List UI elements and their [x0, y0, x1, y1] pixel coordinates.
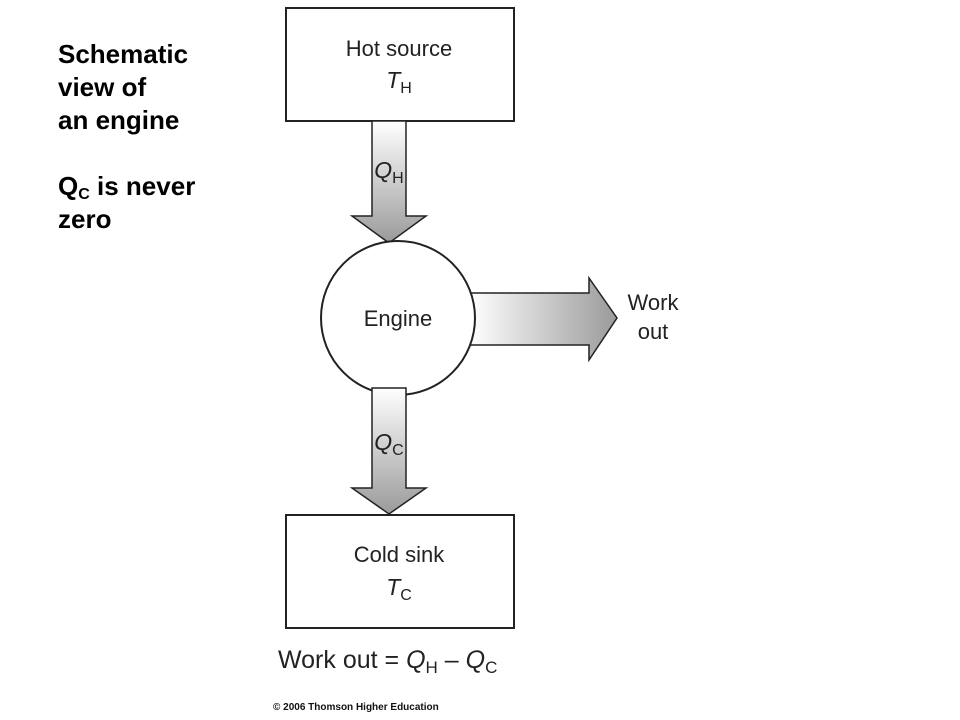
note-line-an-engine: an engine	[58, 105, 180, 135]
copyright-notice: © 2006 Thomson Higher Education	[273, 702, 439, 713]
heat-in-symbol: Q	[374, 157, 392, 183]
equation-qh-subscript: H	[425, 658, 438, 677]
note-line-zero: zero	[58, 204, 112, 234]
hot-source-temperature-subscript: H	[400, 80, 412, 97]
work-equation: Work out = QH – QC	[278, 646, 498, 677]
equation-lhs: Work out =	[278, 646, 407, 674]
note-qc-text: is never	[89, 171, 196, 201]
heat-in-arrow	[349, 120, 429, 244]
engine-note: Schematic view of an engine QC is never …	[58, 38, 195, 236]
work-out-arrow	[468, 275, 618, 363]
cold-sink-label: Cold sink	[354, 542, 445, 567]
heat-out-symbol: Q	[374, 429, 392, 455]
equation-qh-symbol: Q	[406, 646, 426, 674]
equation-qc-subscript: C	[485, 658, 498, 677]
heat-out-arrow	[349, 387, 429, 515]
engine-label: Engine	[364, 306, 433, 331]
note-line-view-of: view of	[58, 72, 147, 102]
cold-sink-temperature: TC	[386, 574, 412, 604]
heat-in-subscript: H	[392, 170, 404, 187]
hot-source-box	[285, 7, 515, 122]
heat-in-label: QH	[374, 157, 403, 187]
note-line-qc-never: QC is never	[58, 170, 195, 203]
note-qc-symbol: Q	[58, 171, 79, 201]
work-out-label-line1: Work	[628, 290, 680, 315]
hot-source-label: Hot source	[346, 36, 452, 61]
hot-source-temperature: TH	[386, 67, 412, 97]
cold-sink-temperature-symbol: T	[386, 574, 402, 600]
cold-sink-temperature-subscript: C	[400, 587, 412, 604]
equation-qc-symbol: Q	[465, 646, 486, 674]
work-out-label-line2: out	[638, 319, 669, 344]
heat-out-subscript: C	[392, 442, 404, 459]
note-qc-subscript: C	[78, 186, 90, 203]
note-line-schematic: Schematic	[58, 39, 189, 69]
cold-sink-box	[285, 514, 515, 629]
heat-out-label: QC	[374, 429, 403, 459]
equation-minus: –	[437, 646, 466, 674]
hot-source-temperature-symbol: T	[386, 67, 402, 93]
